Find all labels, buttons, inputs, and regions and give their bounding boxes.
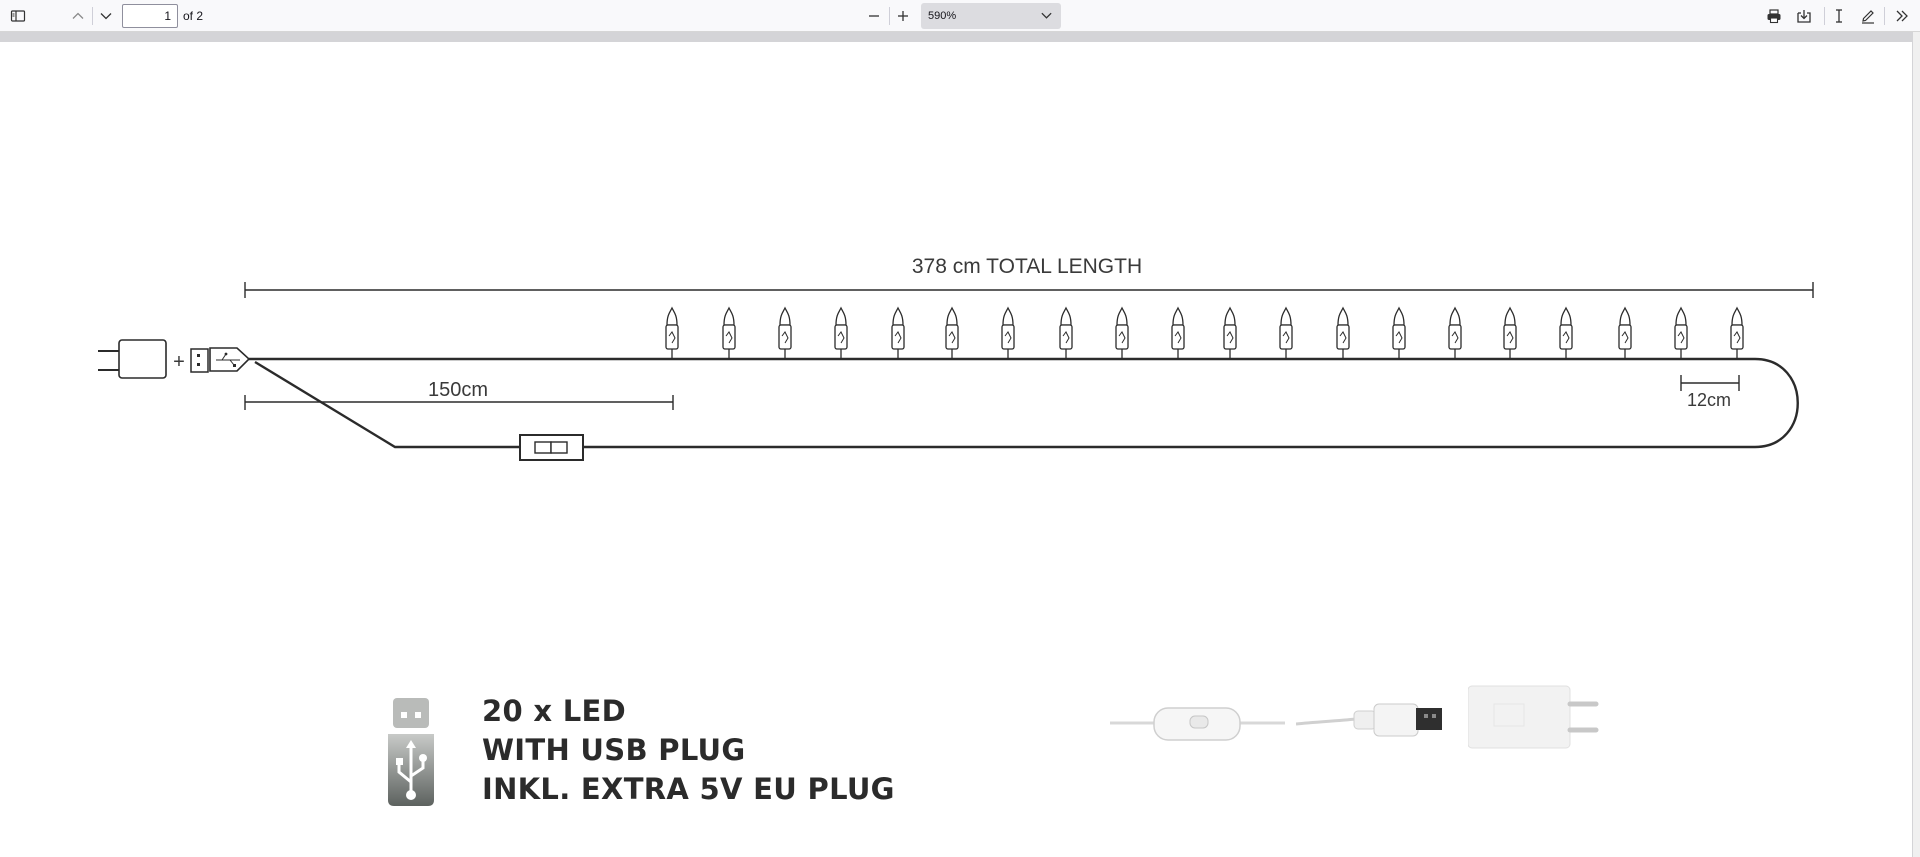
plus-sign: + xyxy=(173,351,185,373)
usb-port-symbol xyxy=(190,348,209,373)
led-bulb xyxy=(834,306,848,359)
power-adapter-photo xyxy=(1468,685,1599,749)
toolbar-separator xyxy=(1884,7,1885,25)
sidebar-toggle-button[interactable] xyxy=(6,4,30,28)
led-bulb xyxy=(1059,306,1073,359)
led-bulb xyxy=(1730,306,1744,359)
feature-usb-plug: WITH USB PLUG xyxy=(482,733,746,767)
pdf-toolbar: of 2 590% xyxy=(0,0,1920,32)
draw-icon xyxy=(1862,10,1874,24)
led-bulb xyxy=(891,306,905,359)
text-select-button[interactable] xyxy=(1827,4,1851,28)
led-bulb xyxy=(1223,306,1237,359)
usb-plug-photo xyxy=(1296,703,1442,737)
text-select-icon xyxy=(1836,9,1842,23)
led-bulb xyxy=(1279,306,1293,359)
lead-length-label: 150cm xyxy=(428,379,488,401)
chevron-up-icon xyxy=(72,12,84,19)
next-page-button[interactable] xyxy=(94,4,118,28)
light-string-cable xyxy=(249,357,1799,449)
page-count-label: of 2 xyxy=(183,9,204,23)
pdf-page: 378 cm TOTAL LENGTH + xyxy=(0,42,1912,857)
draw-button[interactable] xyxy=(1856,4,1880,28)
zoom-out-button[interactable] xyxy=(862,4,886,28)
inline-switch-photo xyxy=(1110,707,1285,741)
led-bulb xyxy=(1392,306,1406,359)
toolbar-separator xyxy=(92,7,93,25)
more-tools-button[interactable] xyxy=(1890,4,1914,28)
zoom-out-icon xyxy=(869,15,879,17)
usb-plug-symbol xyxy=(209,347,251,372)
led-bulb xyxy=(1336,306,1350,359)
toolbar-separator xyxy=(889,7,890,25)
led-bulb xyxy=(1674,306,1688,359)
product-diagram: 378 cm TOTAL LENGTH + xyxy=(98,255,1814,461)
usb-icon xyxy=(388,698,434,806)
led-bulb xyxy=(1115,306,1129,359)
led-bulb xyxy=(1618,306,1632,359)
feature-eu-plug: INKL. EXTRA 5V EU PLUG xyxy=(482,772,895,806)
led-bulb xyxy=(1001,306,1015,359)
feature-list: 20 x LED WITH USB PLUG INKL. EXTRA 5V EU… xyxy=(482,692,895,809)
spacing-label: 12cm xyxy=(1687,390,1731,410)
led-bulb xyxy=(1559,306,1573,359)
led-bulb xyxy=(1171,306,1185,359)
zoom-in-button[interactable] xyxy=(891,4,915,28)
led-bulb xyxy=(722,306,736,359)
zoom-select[interactable]: 590% xyxy=(921,3,1061,29)
total-length-label: 378 cm TOTAL LENGTH xyxy=(912,255,1142,278)
led-bulb xyxy=(778,306,792,359)
zoom-value: 590% xyxy=(928,10,957,22)
led-bulb xyxy=(1448,306,1462,359)
led-bulb xyxy=(945,306,959,359)
feature-led-count: 20 x LED xyxy=(482,694,627,728)
toolbar-separator xyxy=(1824,7,1825,25)
vertical-scrollbar[interactable] xyxy=(1913,32,1920,857)
sidebar-toggle-icon xyxy=(10,10,26,22)
chevron-down-icon xyxy=(1041,12,1052,19)
print-button[interactable] xyxy=(1762,4,1786,28)
plug-adapter-symbol xyxy=(98,339,167,379)
inline-switch-symbol xyxy=(519,434,584,461)
led-bulb xyxy=(1503,306,1517,359)
more-tools-icon xyxy=(1896,10,1908,22)
save-button[interactable] xyxy=(1792,4,1816,28)
previous-page-button[interactable] xyxy=(66,4,90,28)
print-icon xyxy=(1767,9,1781,24)
zoom-in-icon xyxy=(898,11,908,21)
save-icon xyxy=(1797,10,1811,23)
page-number-input[interactable] xyxy=(122,4,178,28)
led-bulb xyxy=(665,306,679,359)
chevron-down-icon xyxy=(100,13,112,20)
